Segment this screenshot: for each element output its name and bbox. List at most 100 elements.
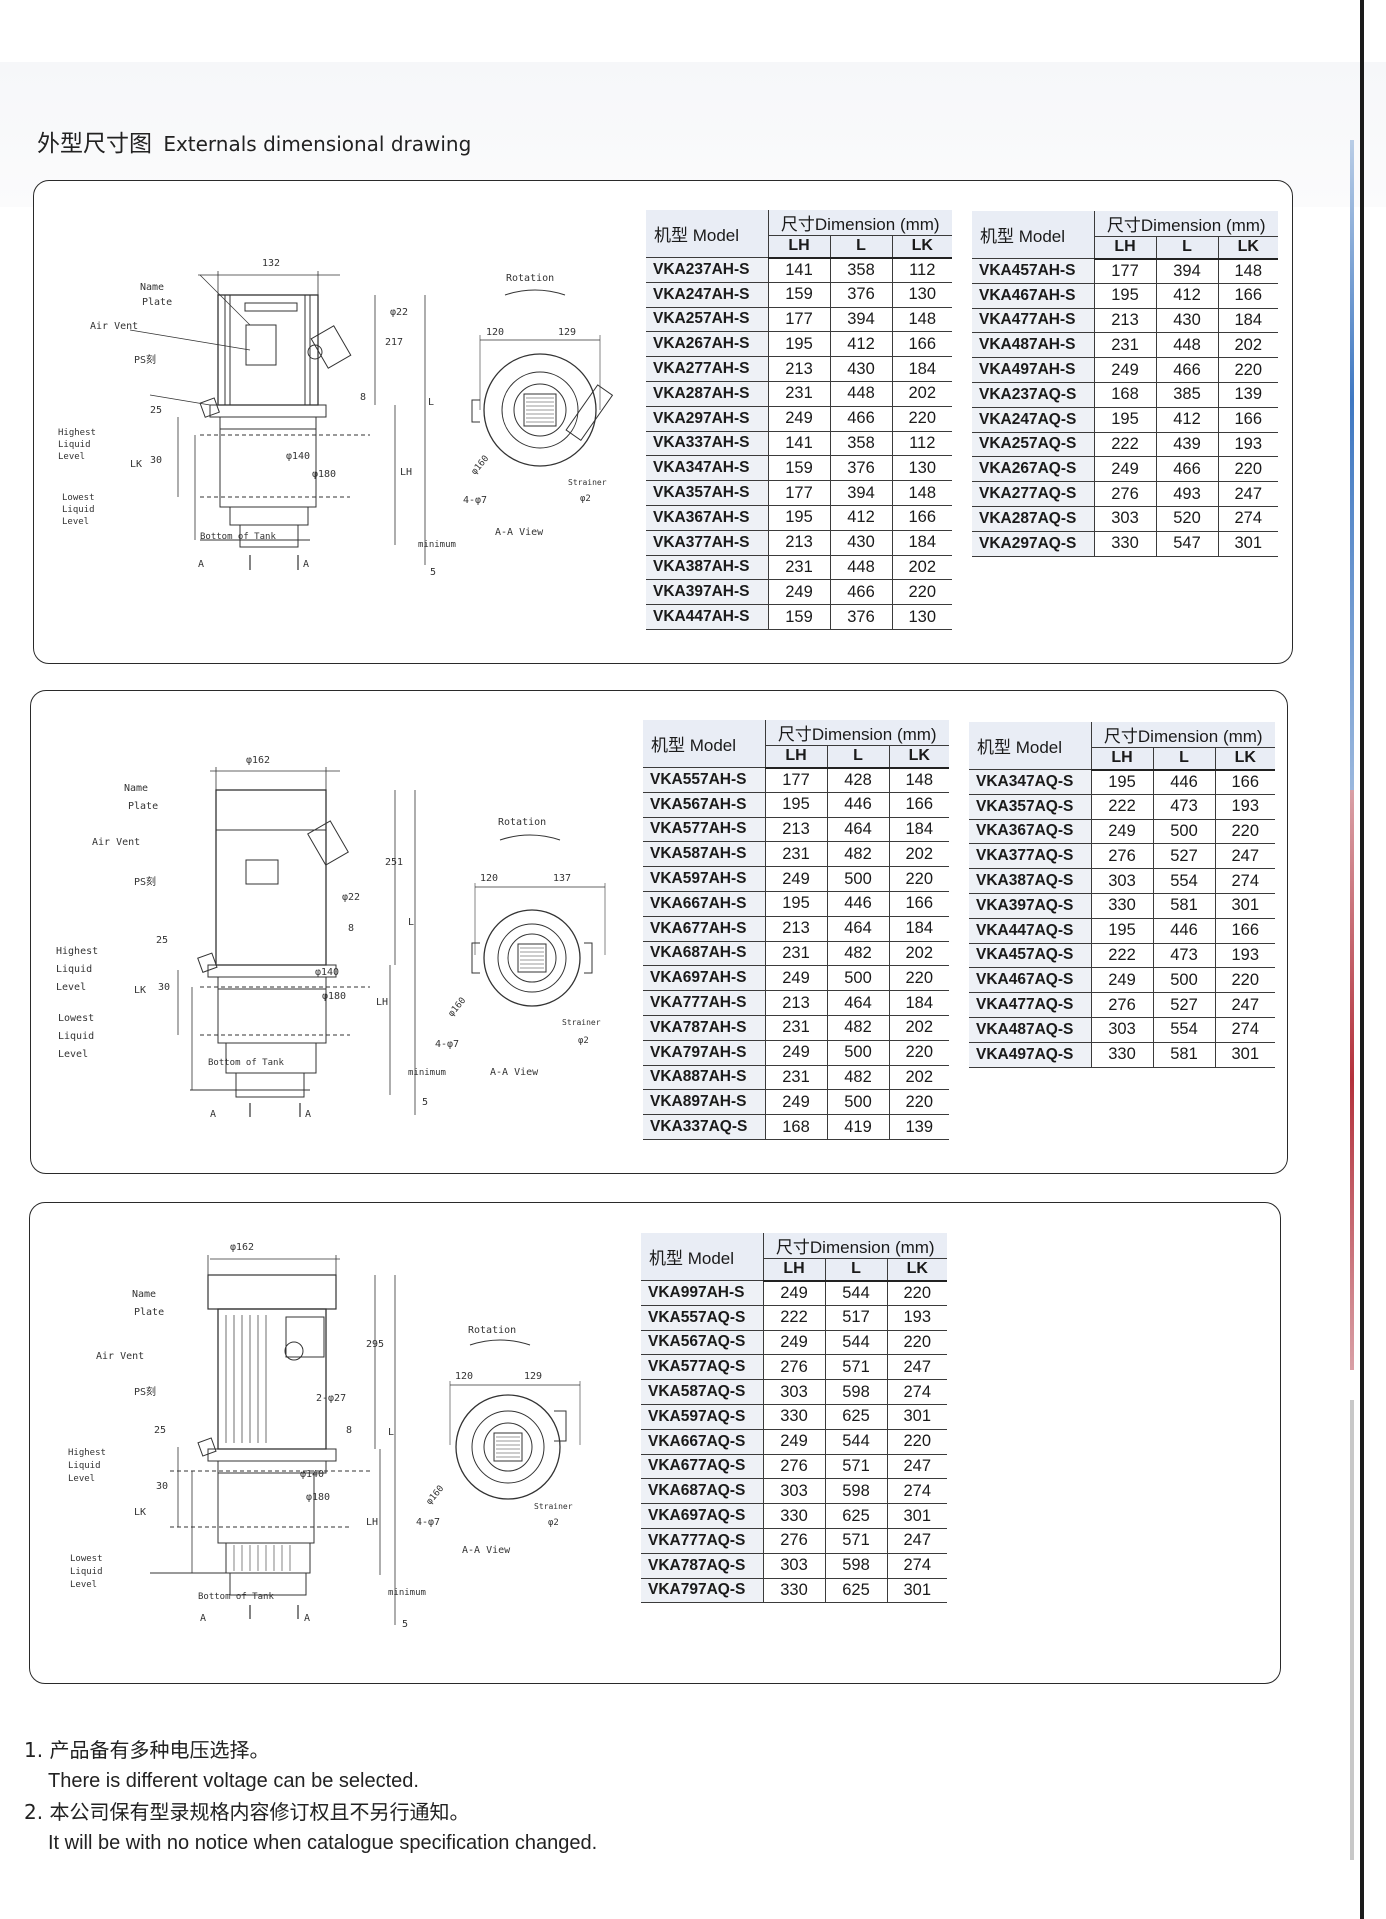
label-name: Name [124, 783, 148, 794]
lk-cell: 202 [892, 381, 952, 407]
lk-cell: 202 [889, 841, 949, 868]
l-cell: 358 [829, 431, 893, 457]
model-cell: VKA237AH-S [646, 257, 769, 283]
lh-cell: 213 [1094, 308, 1156, 334]
label-lowest-level: Level [62, 517, 89, 527]
lh-cell: 168 [1094, 382, 1156, 408]
dim-120: 120 [455, 1371, 473, 1382]
model-cell: VKA387AQ-S [969, 868, 1092, 894]
dim-phi2: φ2 [580, 494, 591, 504]
dim-phi180: φ180 [306, 1492, 330, 1503]
lh-cell: 231 [1094, 332, 1156, 359]
lk-cell: 247 [887, 1454, 947, 1480]
l-cell: 581 [1152, 893, 1216, 919]
lk-cell: 301 [1218, 531, 1278, 557]
lk-cell: 130 [892, 604, 952, 630]
l-cell: 464 [826, 817, 890, 843]
lk-cell: 220 [887, 1280, 947, 1306]
l-cell: 547 [1155, 531, 1219, 557]
lh-cell: 222 [1091, 794, 1153, 820]
label-a-left: A [200, 1613, 206, 1624]
lh-cell: 249 [765, 866, 827, 892]
lk-cell: 301 [1215, 1042, 1275, 1068]
dim-lh: LH [366, 1517, 378, 1528]
dim-25: 25 [150, 405, 162, 416]
label-strainer: Strainer [534, 1502, 573, 1511]
lk-cell: 202 [889, 941, 949, 967]
l-cell: 412 [829, 505, 893, 531]
lh-cell: 330 [1091, 1042, 1153, 1068]
dimension-table-1b: 机型 Model 尺寸Dimension (mm) LH L LK VKA457… [972, 211, 1278, 557]
label-highest: Highest [68, 1448, 106, 1458]
lk-cell: 139 [1218, 382, 1278, 408]
dim-lk: LK [130, 459, 142, 470]
pump-drawing-3: φ162 2-φ27 Name Plate Air Vent PS刻 Highe… [50, 1235, 640, 1655]
label-minimum: minimum [408, 1068, 446, 1078]
lk-cell: 220 [1218, 357, 1278, 383]
model-cell: VKA497AH-S [972, 357, 1095, 383]
l-cell: 527 [1152, 992, 1216, 1018]
model-cell: VKA337AQ-S [643, 1114, 766, 1140]
model-cell: VKA777AH-S [643, 990, 766, 1016]
lk-cell: 220 [889, 866, 949, 892]
lk-cell: 193 [1218, 432, 1278, 458]
lh-cell: 276 [1094, 481, 1156, 507]
model-cell: VKA357AQ-S [969, 794, 1092, 820]
lk-cell: 220 [887, 1429, 947, 1455]
lh-cell: 249 [768, 579, 830, 606]
dim-height: 295 [366, 1339, 384, 1350]
l-cell: 544 [824, 1429, 888, 1455]
label-a-right: A [303, 559, 309, 570]
dim-right: 129 [558, 327, 576, 338]
header-model: 机型 Model [969, 722, 1092, 770]
model-cell: VKA347AH-S [646, 455, 769, 482]
model-cell: VKA237AQ-S [972, 382, 1095, 408]
l-cell: 482 [826, 941, 890, 967]
lh-cell: 276 [763, 1354, 825, 1381]
header-lk: LK [1218, 236, 1278, 260]
model-cell: VKA467AQ-S [969, 967, 1092, 994]
dimension-table-2a: 机型 Model 尺寸Dimension (mm) LH L LK VKA557… [643, 720, 949, 1140]
lk-cell: 220 [892, 406, 952, 432]
l-cell: 428 [826, 767, 890, 793]
dim-phi140: φ140 [300, 1469, 324, 1480]
label-highest-liquid: Liquid [56, 964, 92, 975]
l-cell: 571 [824, 1528, 888, 1554]
lh-cell: 195 [1091, 769, 1153, 795]
dim-4phi7: 4-φ7 [463, 495, 487, 506]
l-cell: 544 [824, 1280, 888, 1306]
header-lh: LH [765, 745, 827, 769]
label-bottom: Bottom of Tank [208, 1058, 284, 1068]
header-model: 机型 Model [641, 1233, 764, 1281]
header-l: L [1155, 236, 1219, 260]
l-cell: 430 [1155, 308, 1219, 334]
model-cell: VKA297AQ-S [972, 531, 1095, 557]
label-plate: Plate [142, 297, 172, 308]
header-lh: LH [763, 1258, 825, 1282]
model-cell: VKA787AQ-S [641, 1553, 764, 1579]
l-cell: 500 [1152, 819, 1216, 845]
l-cell: 625 [824, 1503, 888, 1529]
dim-phi2: φ2 [548, 1518, 559, 1528]
lh-cell: 222 [1094, 432, 1156, 458]
header-lh: LH [1094, 236, 1156, 260]
l-cell: 464 [826, 990, 890, 1016]
lh-cell: 276 [763, 1454, 825, 1480]
label-highest-liquid: Liquid [68, 1461, 101, 1471]
model-cell: VKA777AQ-S [641, 1528, 764, 1554]
